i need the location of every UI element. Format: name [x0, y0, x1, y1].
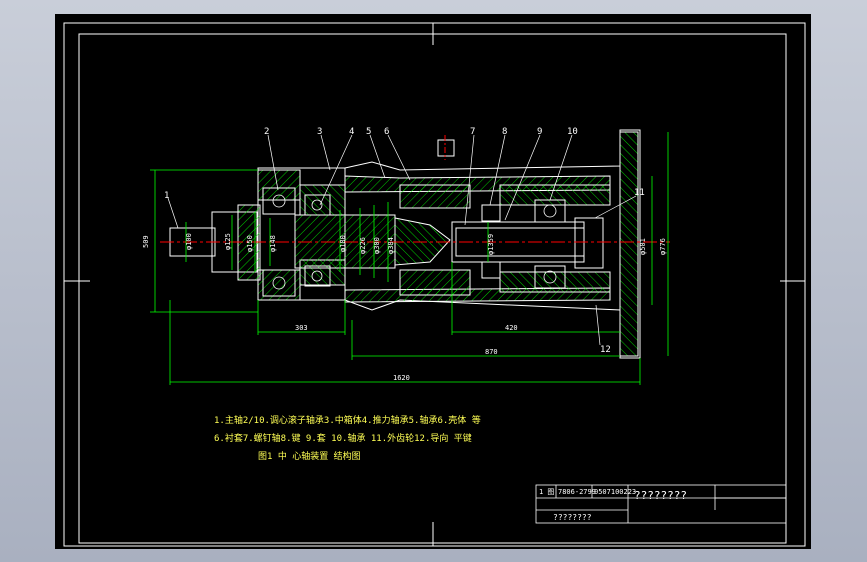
part-labels: 1 2 3 4 5 6 7 8 9 10 11 12 [164, 127, 645, 355]
tb-label: 1 图 [539, 488, 554, 496]
centering-marks [64, 23, 805, 546]
dim-len-1620: 1620 [393, 374, 410, 382]
dimension-texts: 509 φ100 φ125 φ148 φ150 φ180 φ226 φ300 φ… [142, 233, 667, 382]
tb-sheet-code: 7806-2799 [558, 488, 596, 496]
part-label-9: 9 [537, 127, 542, 137]
dim-h-509: 509 [142, 235, 150, 248]
part-label-6: 6 [384, 127, 389, 137]
tb-drawing-no: 0507100223 [594, 488, 636, 496]
legend-line-2: 6.衬套7.螺钉轴8.键 9.套 10.轴承 11.外齿轮12.导向 平键 [214, 432, 472, 444]
dim-d-125: φ125 [224, 233, 232, 250]
tb-title: ???????? [634, 489, 687, 502]
part-label-4: 4 [349, 127, 354, 137]
bearing-rollers [272, 194, 557, 290]
legend-notes: 1.主轴2/10.调心滚子轴承3.中箱体4.推力轴承5.轴承6.壳体 等 6.衬… [214, 414, 481, 462]
dim-d-180: φ180 [339, 235, 347, 252]
cad-drawing-area: 1 2 3 4 5 6 7 8 9 10 11 12 509 φ100 φ125… [55, 14, 811, 549]
dim-len-870: 870 [485, 348, 498, 356]
part-label-2: 2 [264, 127, 269, 137]
dim-d-226: φ226 [359, 237, 367, 254]
drawing-svg: 1 2 3 4 5 6 7 8 9 10 11 12 509 φ100 φ125… [63, 22, 806, 547]
dim-len-303: 303 [295, 324, 308, 332]
dim-d-300: φ300 [373, 237, 381, 254]
title-block-text: 1 图 7806-2799 0507100223 ???????? ??????… [539, 488, 687, 522]
dimension-lines [150, 132, 669, 385]
dim-d-1359: φ1359 [487, 234, 495, 255]
part-label-12: 12 [600, 345, 611, 355]
part-label-10: 10 [567, 127, 578, 137]
part-label-5: 5 [366, 127, 371, 137]
part-label-8: 8 [502, 127, 507, 137]
dim-d-384: φ384 [387, 237, 395, 254]
part-label-11: 11 [634, 188, 645, 198]
dim-d-150: φ150 [246, 235, 254, 252]
dim-d-501: φ501 [639, 238, 647, 255]
outer-border [63, 22, 806, 547]
part-label-1: 1 [164, 191, 169, 201]
dim-len-420: 420 [505, 324, 518, 332]
figure-caption: 图1 中 心轴装置 结构图 [258, 450, 361, 462]
dim-d-148: φ148 [269, 235, 277, 252]
part-label-3: 3 [317, 127, 322, 137]
legend-line-1: 1.主轴2/10.调心滚子轴承3.中箱体4.推力轴承5.轴承6.壳体 等 [214, 414, 481, 426]
dim-d-776: φ776 [659, 238, 667, 255]
tb-company: ???????? [553, 513, 592, 522]
leader-lines [167, 134, 637, 346]
part-label-7: 7 [470, 127, 475, 137]
sectioned-parts [169, 129, 641, 359]
title-block [535, 484, 787, 524]
dim-d-shaft: φ100 [185, 233, 193, 250]
